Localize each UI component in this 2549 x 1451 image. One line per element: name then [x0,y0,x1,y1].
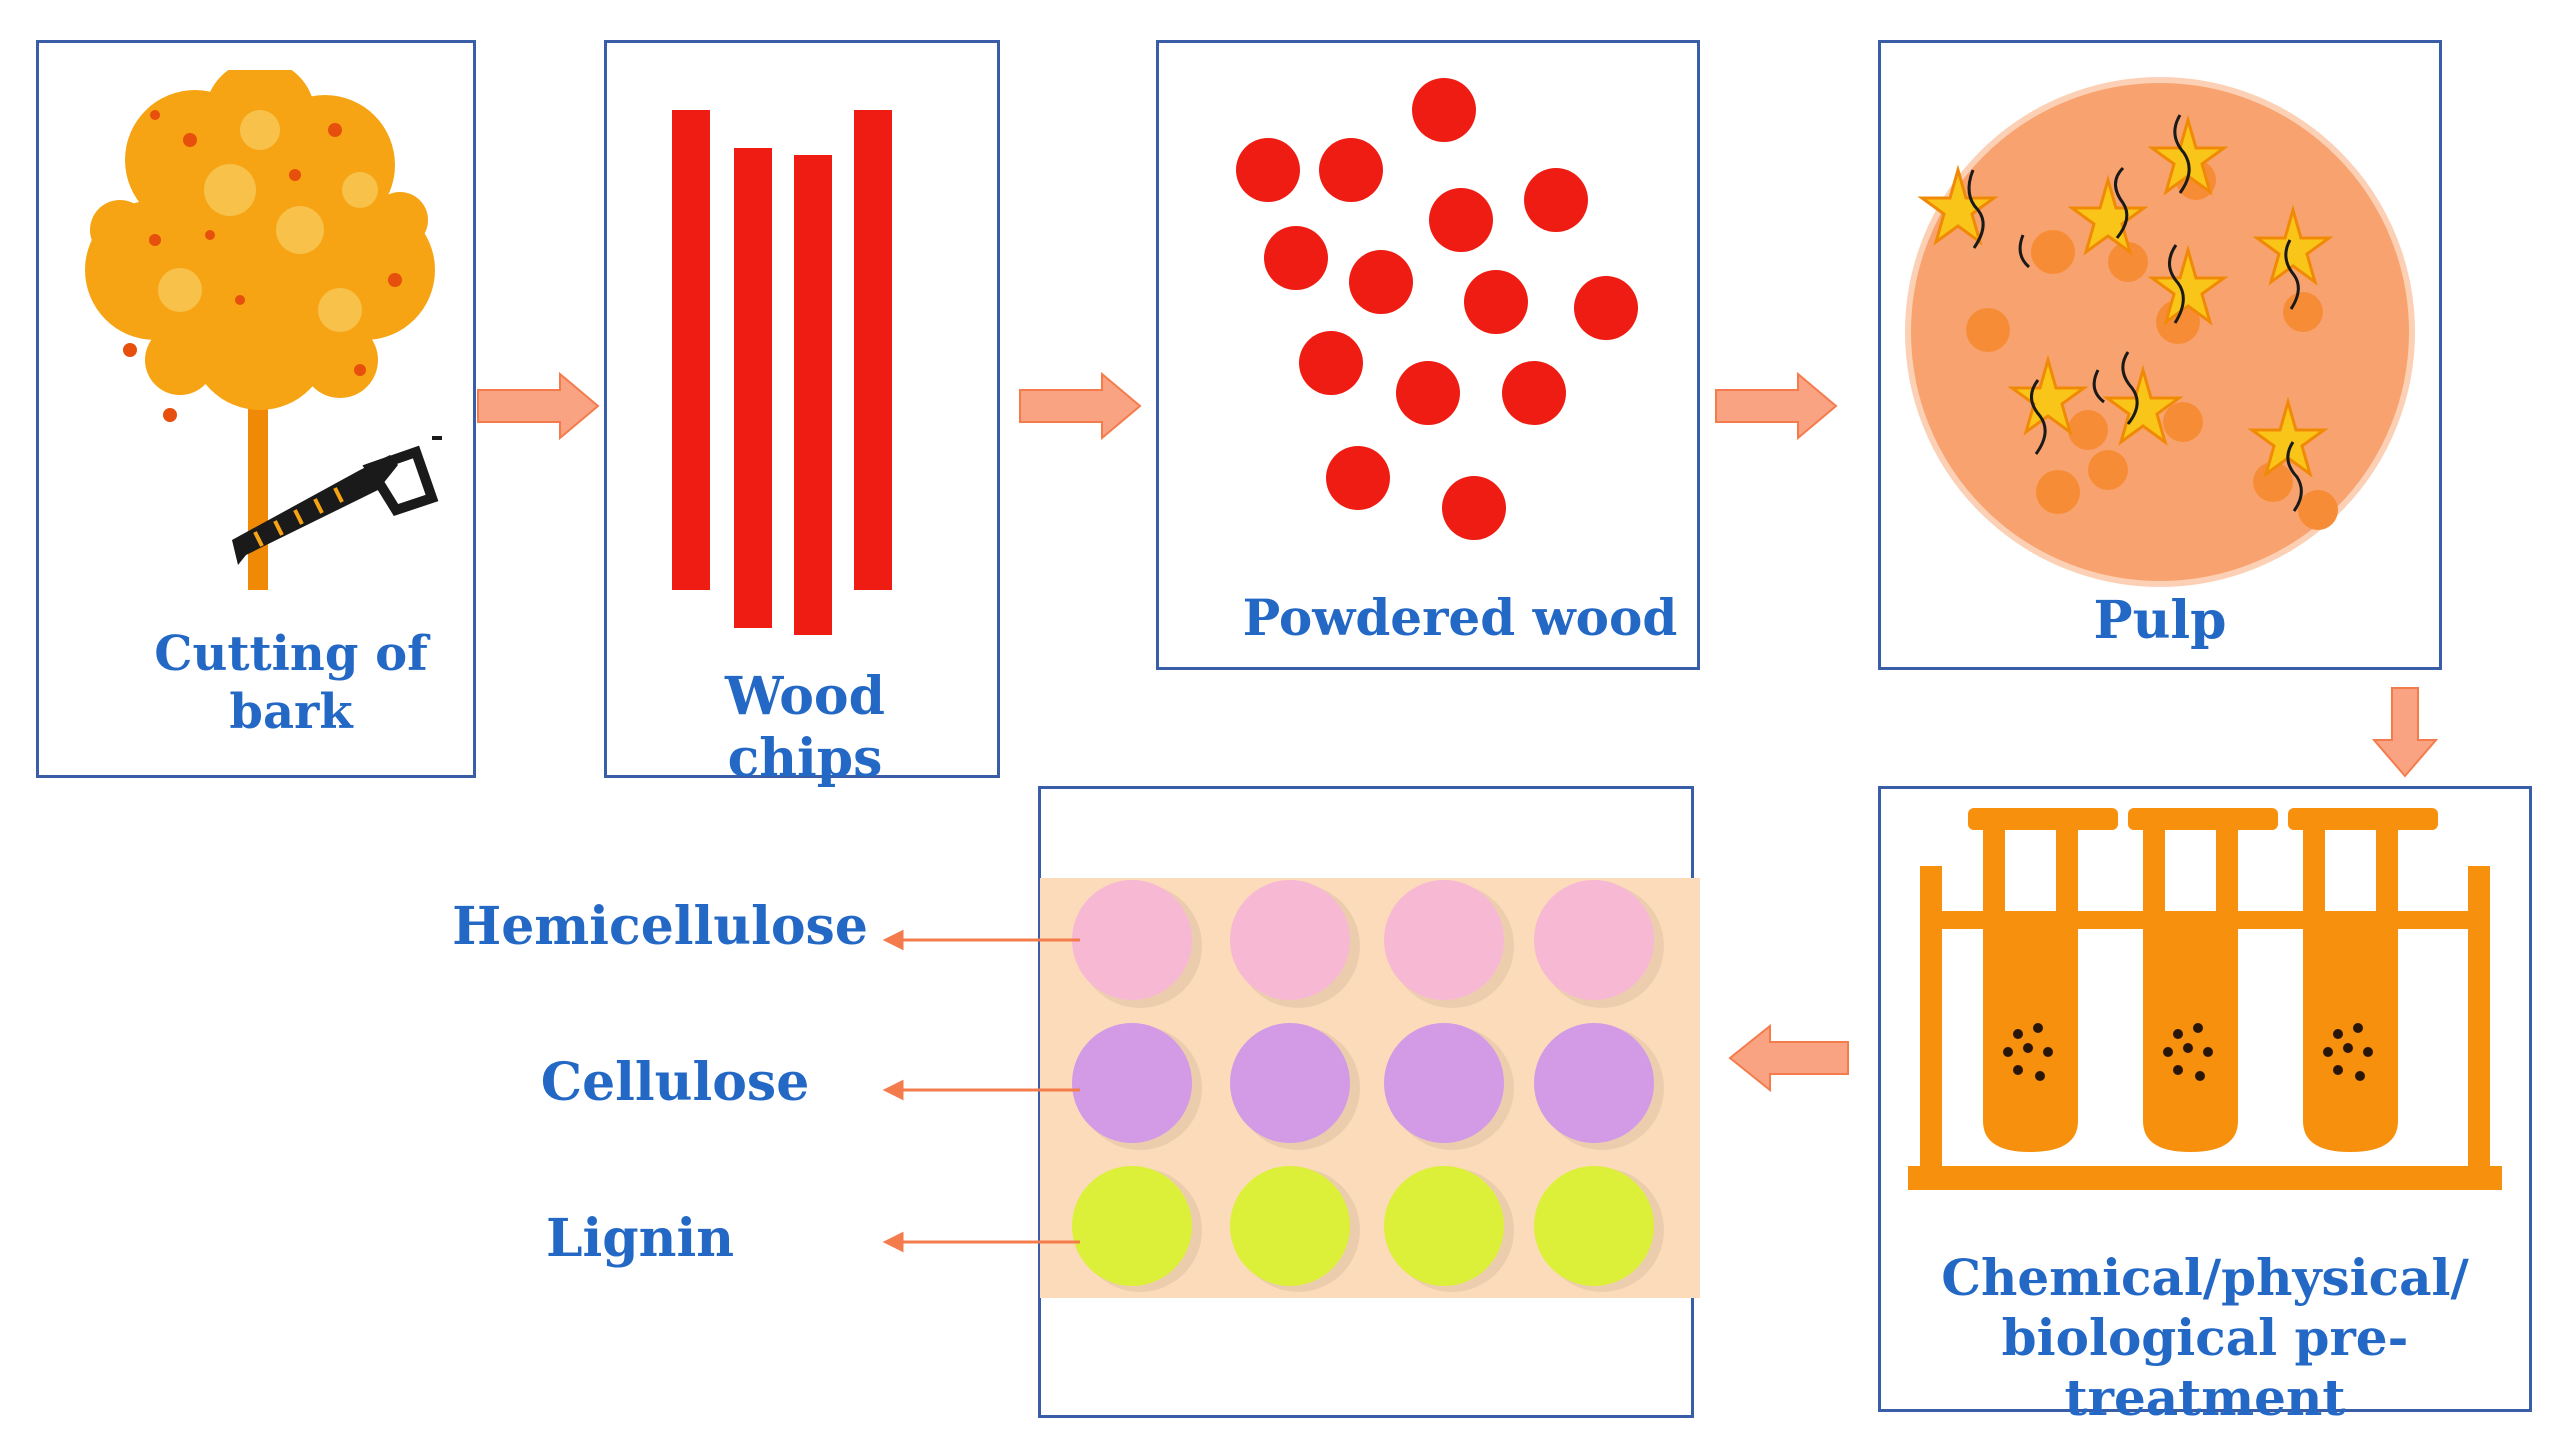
step-label-cutting-line2: bark [229,683,353,740]
arrow-right-icon [477,371,600,441]
arrow-down-icon [2371,687,2439,778]
step-box-powder [1156,40,1700,670]
arrowhead-left-icon [882,1079,904,1101]
fraction-label-cellulose: Cellulose [540,1052,810,1113]
step-label-pretreat-line1: Chemical/physical/ [1941,1248,2469,1307]
arrow-right-icon [1715,371,1838,441]
fraction-label-hemicellulose: Hemicellulose [452,896,868,957]
fraction-label-lignin: Lignin [545,1208,735,1269]
step-label-cutting-line1: Cutting of [154,626,428,682]
wood-chips-graphic [672,110,892,635]
test-tube-rack-icon [1908,808,2502,1190]
step-label-pretreat: Chemical/physical/ biological pre-treatm… [1878,1248,2532,1428]
tree-with-saw-icon [85,70,442,590]
step-label-chips: Wood chips [725,666,885,790]
arrowhead-left-icon [882,929,904,951]
step-label-powder: Powdered wood [1242,588,1678,647]
arrow-right-icon [1019,371,1142,441]
step-label-pulp: Pulp [2093,590,2227,651]
arrow-left-icon [1728,1023,1849,1093]
pulp-graphic [1905,77,2415,587]
step-label-pretreat-line2: biological pre-treatment [2001,1308,2409,1427]
fraction-tray-graphic [1040,878,1700,1298]
powdered-wood-graphic [1236,78,1638,540]
step-label-cutting: Cutting of bark [36,626,546,741]
arrowhead-left-icon [882,1231,904,1253]
